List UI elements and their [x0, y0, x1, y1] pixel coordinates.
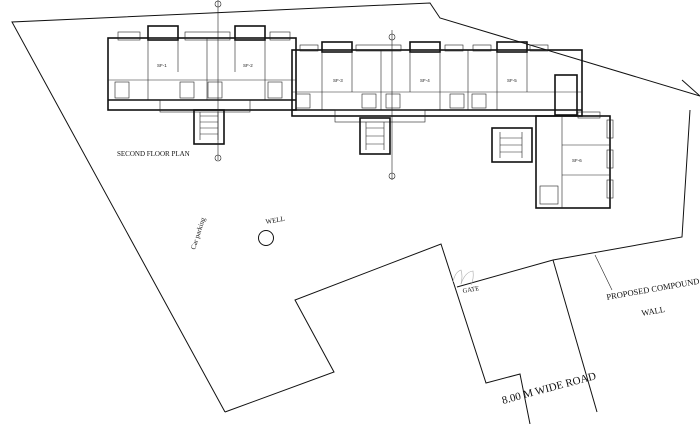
- site-boundary: [11, 2, 700, 424]
- middle-wing: [291, 30, 583, 180]
- gate-label: GATE: [462, 285, 480, 295]
- right-wing: [491, 111, 614, 209]
- unit-label: SF-6: [572, 158, 582, 163]
- car-parking-label: Car parking: [189, 216, 207, 251]
- well-label: WELL: [265, 215, 286, 226]
- gate-symbol: [452, 269, 474, 286]
- drawing-title: SECOND FLOOR PLAN: [117, 150, 190, 158]
- unit-label: SF-5: [507, 78, 517, 83]
- unit-label: SF-1: [157, 63, 167, 68]
- unit-label: SF-3: [333, 78, 343, 83]
- left-wing: [107, 0, 297, 162]
- compound-wall-label: PROPOSED COMPOUND: [606, 276, 700, 302]
- unit-label: SF-4: [420, 78, 430, 83]
- well-symbol: [258, 230, 274, 246]
- compound-wall-label-2: WALL: [641, 304, 666, 318]
- unit-label: SF-2: [243, 63, 253, 68]
